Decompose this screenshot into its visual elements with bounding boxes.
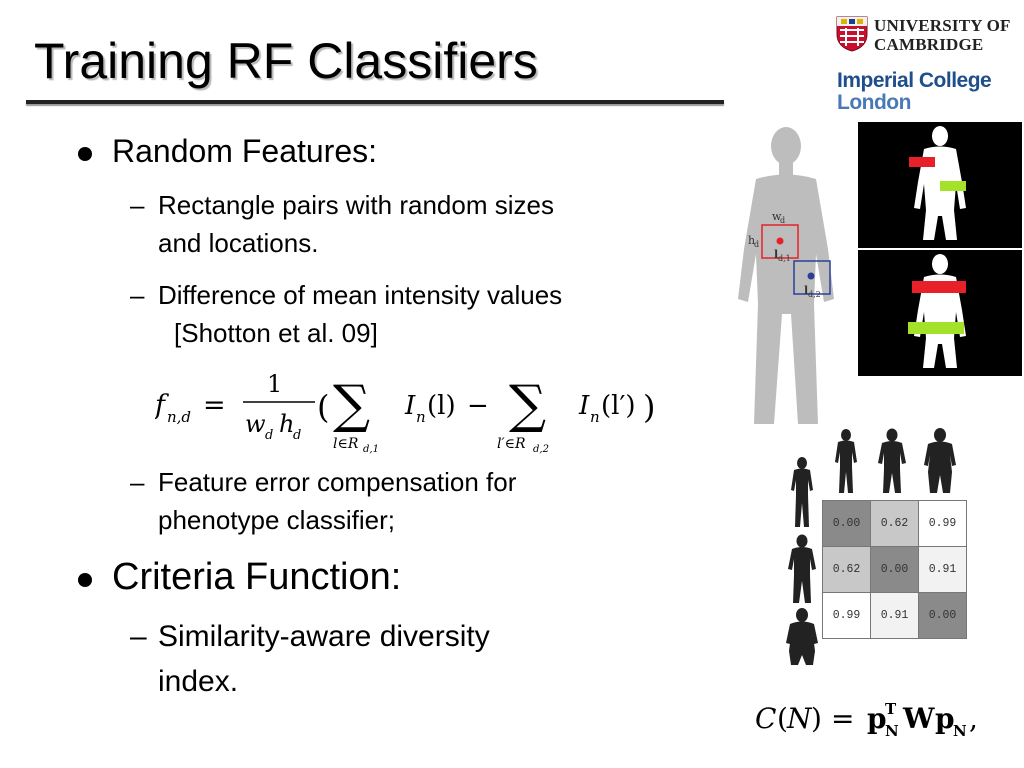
feature-rect-green [908, 322, 964, 334]
matrix-cell: 0.91 [870, 592, 919, 639]
cambridge-line1: UNIVERSITY OF [874, 16, 1011, 35]
svg-text:C: C [755, 702, 776, 735]
matrix-cell: 0.91 [918, 546, 967, 593]
svg-text:∑: ∑ [509, 375, 546, 435]
matrix-cell: 0.62 [870, 500, 919, 547]
feature-rect-green [940, 181, 966, 191]
imperial-line2: London [837, 91, 911, 114]
imperial-line1: Imperial College [837, 69, 992, 92]
sub-bullet-rect-pairs-l2: and locations. [158, 228, 319, 258]
silhouette-panel-top [858, 122, 1022, 248]
svg-text:p: p [935, 702, 955, 735]
title-underline [26, 100, 724, 104]
bullet-dot [78, 573, 92, 587]
feature-rect-red [912, 281, 966, 293]
sub-bullet-rect-pairs-l1: Rectangle pairs with random sizes [158, 190, 554, 220]
sub-bullet-diversity-l2: index. [158, 665, 239, 698]
dash: – [130, 620, 147, 653]
svg-text:(: ( [317, 388, 329, 426]
bullet-dot [78, 147, 92, 161]
svg-text:I: I [404, 391, 416, 421]
svg-text:=: = [831, 702, 854, 735]
feature-rect-red [909, 157, 935, 167]
dash: – [130, 280, 145, 310]
cambridge-wordmark: UNIVERSITY OF CAMBRIDGE [874, 16, 1011, 54]
sub-bullet-diversity-l1: Similarity-aware diversity [158, 620, 490, 653]
svg-text:d,1: d,1 [363, 444, 379, 455]
label-wd: w [772, 210, 782, 223]
svg-text:): ) [811, 702, 822, 735]
label-l1: l [774, 248, 778, 261]
sub-bullet-difference-l2: [Shotton et al. 09] [174, 318, 378, 348]
bullet-criteria-function: Criteria Function: [112, 556, 402, 598]
svg-text:l∈R: l∈R [333, 436, 359, 452]
svg-text:d: d [265, 428, 273, 443]
svg-text:−: − [467, 391, 489, 421]
svg-text:p: p [867, 702, 887, 735]
imperial-wordmark: Imperial College London [837, 69, 992, 114]
label-hd-sub: d [754, 240, 759, 249]
svg-text:W: W [902, 702, 935, 735]
similarity-matrix: 0.00 0.62 0.99 0.62 0.00 0.91 0.99 0.91 … [822, 500, 967, 639]
sub-bullet-error-comp-l1: Feature error compensation for [158, 467, 517, 497]
svg-text:,: , [969, 702, 978, 735]
label-l1-sub: d,1 [778, 254, 791, 263]
bullet-random-features: Random Features: [112, 133, 378, 169]
matrix-cell: 0.00 [822, 500, 871, 547]
svg-text:n: n [416, 408, 426, 426]
cambridge-line2: CAMBRIDGE [874, 35, 984, 54]
svg-text:l′∈R: l′∈R [497, 436, 526, 452]
dash: – [130, 190, 145, 220]
svg-text:w: w [245, 410, 266, 438]
svg-text:h: h [279, 410, 294, 438]
sub-bullet-difference-l1: Difference of mean intensity values [158, 280, 563, 310]
phenotype-silhouettes-top [835, 428, 956, 493]
svg-text:1: 1 [267, 370, 282, 398]
svg-text:N: N [953, 722, 967, 740]
silhouette-panel-bottom [858, 250, 1022, 376]
cambridge-shield-icon [836, 16, 868, 52]
svg-text:=: = [203, 390, 226, 421]
svg-text:N: N [885, 722, 899, 740]
svg-text:n,d: n,d [167, 408, 191, 426]
slide-title: Training RF Classifiers [34, 33, 538, 89]
criteria-formula: C ( N ) = p T N W p N , [755, 700, 978, 740]
svg-text:): ) [643, 388, 655, 426]
svg-text:∑: ∑ [333, 375, 370, 435]
svg-text:T: T [885, 700, 897, 718]
svg-text:(: ( [777, 702, 788, 735]
matrix-cell: 0.99 [822, 592, 871, 639]
matrix-cell: 0.00 [918, 592, 967, 639]
svg-text:N: N [786, 702, 813, 735]
dash: – [130, 467, 145, 497]
svg-text:n: n [590, 408, 600, 426]
body-silhouette-figure: w d h d l d,1 l d,2 [738, 127, 834, 424]
svg-text:(l): (l) [427, 391, 456, 421]
sub-bullet-error-comp-l2: phenotype classifier; [158, 505, 396, 535]
svg-text:I: I [578, 391, 590, 421]
label-wd-sub: d [780, 216, 785, 225]
feature-formula: f n,d = 1 w d h d ( ∑ l∈R d,1 I n (l) − … [155, 370, 655, 455]
svg-text:(l′): (l′) [601, 391, 636, 421]
matrix-cell: 0.99 [918, 500, 967, 547]
label-hd: h [748, 234, 755, 247]
svg-text:d: d [293, 428, 301, 443]
matrix-cell: 0.62 [822, 546, 871, 593]
svg-text:d,2: d,2 [533, 444, 549, 455]
label-l2: l [804, 284, 808, 297]
phenotype-silhouettes-left [786, 457, 818, 665]
label-l2-sub: d,2 [808, 290, 821, 299]
matrix-cell: 0.00 [870, 546, 919, 593]
